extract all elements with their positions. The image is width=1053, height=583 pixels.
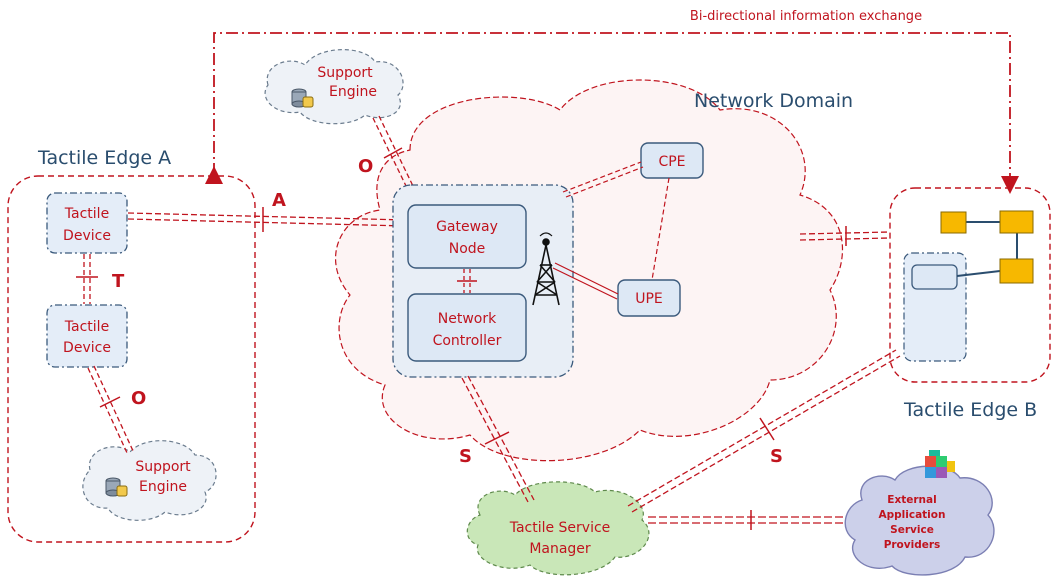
bidirectional-label: Bi-directional information exchange — [690, 9, 922, 24]
tactile-device-1 — [46, 192, 128, 254]
a-link-line-1 — [127, 212, 407, 221]
net-edge-b-link-2 — [799, 237, 891, 241]
gateway-node-label-line1: Gateway — [436, 219, 498, 235]
tsm-label-line1: Tactile Service — [509, 520, 611, 536]
upe-node — [617, 279, 681, 317]
network-controller — [407, 293, 527, 362]
support-engine-a-label-line2: Engine — [139, 479, 187, 495]
cpe-upe-link — [651, 177, 670, 281]
tactile-edge-b-region — [889, 187, 1051, 383]
database-icon — [291, 88, 314, 108]
o-link-a-line-2 — [93, 365, 135, 454]
interface-o-label-top: O — [358, 156, 373, 177]
external-app-providers-cloud — [844, 465, 995, 576]
edge-b-network-topology — [940, 210, 1034, 284]
tactile-edge-b-label: Tactile Edge B — [903, 399, 1037, 421]
database-icon — [105, 477, 128, 497]
cpe-label: CPE — [658, 154, 685, 170]
gateway-node-label-line2: Node — [449, 241, 486, 257]
interface-s-label-right: S — [770, 446, 783, 467]
s-link-edge-b-tick — [759, 417, 775, 441]
o-link-a-tick — [99, 396, 121, 408]
cpe-node — [640, 142, 704, 179]
tactile-service-manager-cloud — [466, 481, 650, 576]
support-engine-a-cloud — [82, 440, 217, 521]
tactile-edge-a-label: Tactile Edge A — [37, 147, 171, 169]
tsm-label-line2: Manager — [529, 541, 591, 557]
eas-label-line2: Application — [879, 509, 946, 521]
s-link-edge-b-line-1 — [627, 349, 897, 507]
interface-a-label: A — [272, 190, 286, 211]
tactile-device-2-label-line2: Device — [63, 340, 111, 356]
s-link-edge-b-line-2 — [631, 355, 901, 513]
o-link-top-line-2 — [378, 115, 414, 187]
interface-s-label-left: S — [459, 446, 472, 467]
tactile-device-2-label-line1: Tactile — [64, 319, 109, 335]
o-link-top-line-1 — [372, 117, 408, 189]
support-engine-top-label-line2: Engine — [329, 84, 377, 100]
tactile-device-2 — [46, 304, 128, 368]
tactile-device-1-label-line1: Tactile — [64, 206, 109, 222]
network-domain-label: Network Domain — [694, 90, 853, 112]
eas-label-line3: Service — [890, 524, 934, 536]
net-edge-b-link-1 — [799, 231, 891, 235]
tactile-edge-b-device — [911, 264, 958, 290]
gw-cpe-link-2 — [565, 166, 644, 198]
tactile-device-1-label-line2: Device — [63, 228, 111, 244]
tactile-edge-a-region — [7, 175, 256, 543]
gw-cpe-link-1 — [562, 161, 642, 193]
support-engine-a-label-line1: Support — [135, 459, 191, 475]
upe-label: UPE — [635, 291, 663, 307]
bidirectional-arrow — [205, 32, 1019, 194]
o-link-a-line-1 — [87, 367, 129, 456]
tower-upe-link-1 — [554, 262, 619, 295]
support-engine-top-label-line1: Support — [317, 65, 373, 81]
eas-label-line4: Providers — [884, 539, 941, 551]
interface-o-label-a: O — [131, 388, 146, 409]
eas-label-line1: External — [887, 494, 936, 506]
a-link-line-2 — [127, 218, 407, 227]
s-link-ctrl-line-1 — [461, 377, 529, 503]
gateway-node — [407, 204, 527, 269]
interface-t-label: T — [112, 271, 125, 292]
network-controller-label-line2: Controller — [433, 333, 502, 349]
network-controller-label-line1: Network — [438, 311, 497, 327]
app-cube-icon — [925, 450, 955, 478]
s-link-ctrl-line-2 — [467, 375, 535, 501]
tower-upe-link-2 — [552, 267, 618, 300]
antenna-tower-icon — [532, 232, 560, 306]
s-link-ctrl-tick — [484, 431, 510, 445]
o-link-top-tick — [383, 147, 403, 159]
